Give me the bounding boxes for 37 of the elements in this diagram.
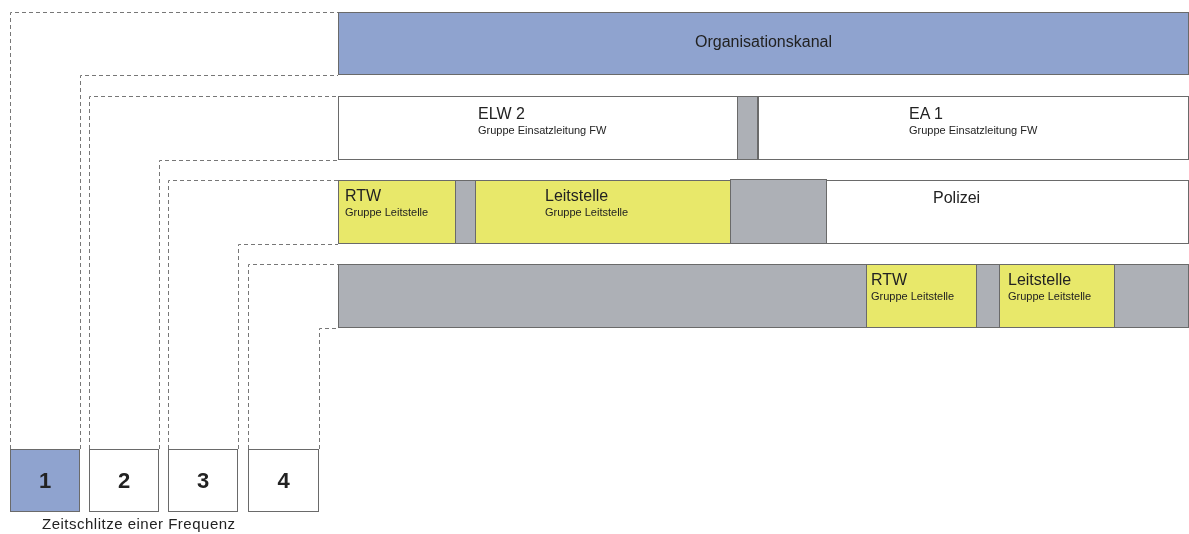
group-name: Gruppe Einsatzleitung FW bbox=[478, 124, 607, 137]
segment-title: RTW bbox=[345, 187, 382, 205]
idle-bar bbox=[455, 180, 476, 244]
time-slot-segment bbox=[338, 180, 456, 244]
segment-title: RTW bbox=[871, 271, 908, 289]
slot-number: 1 bbox=[37, 468, 53, 494]
time-slot-segment bbox=[826, 180, 1189, 244]
segment-title: ELW 2 bbox=[478, 105, 525, 123]
group-name: Gruppe Leitstelle bbox=[871, 290, 955, 303]
caption-label: Zeitschlitze einer Frequenz bbox=[42, 515, 236, 532]
slot-box bbox=[248, 449, 319, 512]
time-slot-segment bbox=[338, 96, 738, 160]
group-name: Gruppe Leitstelle bbox=[345, 206, 429, 219]
slot-box bbox=[168, 449, 238, 512]
idle-bar bbox=[338, 264, 1189, 328]
segment-title: Leitstelle bbox=[1008, 271, 1072, 289]
time-slot-segment bbox=[866, 264, 977, 328]
idle-bar bbox=[737, 96, 758, 160]
time-slot-segment bbox=[475, 180, 731, 244]
time-slot-segment bbox=[999, 264, 1115, 328]
segment-title: EA 1 bbox=[909, 105, 943, 123]
segment-title: Polizei bbox=[933, 189, 981, 207]
dashed-connector bbox=[319, 328, 339, 450]
group-name: Gruppe Leitstelle bbox=[545, 206, 629, 219]
slot-box bbox=[89, 449, 159, 512]
group-name: Gruppe Einsatzleitung FW bbox=[909, 124, 1038, 137]
group-name: Gruppe Leitstelle bbox=[1008, 290, 1092, 303]
dashed-connector bbox=[238, 244, 339, 450]
segment-title: Organisationskanal bbox=[694, 33, 833, 51]
channel-band bbox=[338, 12, 1189, 75]
idle-bar bbox=[730, 179, 827, 244]
segment-title: Leitstelle bbox=[545, 187, 609, 205]
slot-box bbox=[10, 449, 80, 512]
time-slot-segment bbox=[758, 96, 1189, 160]
slot-number: 2 bbox=[116, 468, 132, 494]
slot-number: 3 bbox=[195, 468, 211, 494]
slot-number: 4 bbox=[276, 468, 291, 494]
